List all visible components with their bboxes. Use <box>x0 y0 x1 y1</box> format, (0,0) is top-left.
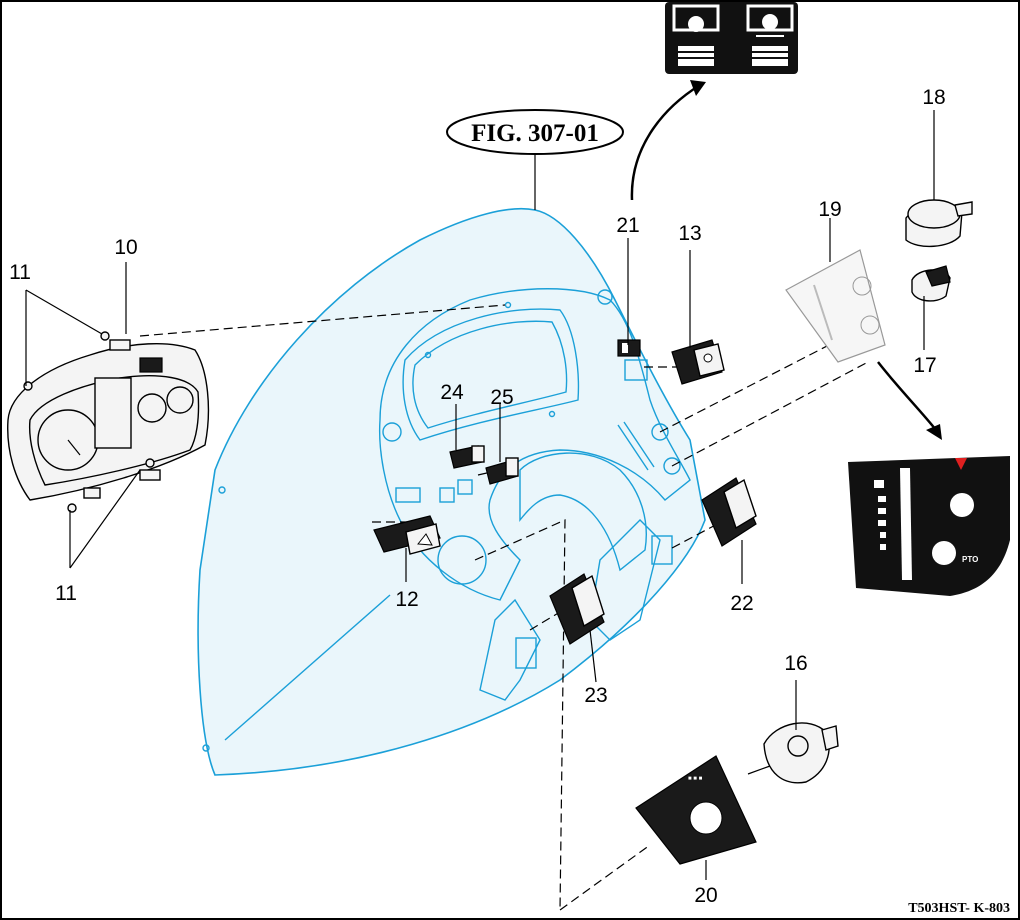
inset-arrow-top-head <box>690 80 706 96</box>
hazard-triangle-icon <box>417 533 433 546</box>
callout-11-bottom: 11 <box>55 582 77 605</box>
switch-21 <box>617 339 641 357</box>
callout-10: 10 <box>114 236 137 259</box>
switch-panel-plate-19 <box>785 249 886 363</box>
assembly-line-cluster <box>139 304 506 337</box>
warning-red-icon <box>955 458 967 470</box>
key-panel-plate-print: ■ ■ ■ <box>688 776 703 782</box>
hitch-lower-icon <box>746 4 794 66</box>
assembly-line-panel-19b <box>671 361 869 467</box>
document-id: T503HST- K-803 <box>908 901 1010 916</box>
callout-11-top: 11 <box>9 261 31 284</box>
assembly-line-23 <box>529 611 561 631</box>
figure-reference-text: FIG. 307-01 <box>471 120 599 147</box>
callout-25: 25 <box>490 386 513 409</box>
callout-17: 17 <box>913 354 936 377</box>
callout-leaders <box>25 110 935 880</box>
combination-switch-16 <box>747 722 839 784</box>
callout-13: 13 <box>678 222 701 245</box>
callout-24: 24 <box>440 381 464 404</box>
inset-arrow-top <box>630 83 701 201</box>
callout-20: 20 <box>694 884 717 907</box>
ignition-key-switch-18 <box>905 199 973 247</box>
callout-18: 18 <box>922 86 945 109</box>
hitch-symbol-inset <box>665 2 798 74</box>
hitch-raise-icon <box>672 4 720 66</box>
callout-21: 21 <box>616 214 639 237</box>
rocker-switch-23 <box>549 573 605 645</box>
assembly-line-key-panel <box>559 844 651 911</box>
callout-16: 16 <box>784 652 807 675</box>
key-panel-inset: PTO <box>848 456 1010 596</box>
dashboard-panel <box>197 207 706 776</box>
switch-25 <box>485 457 519 485</box>
assembly-line-center <box>474 519 566 911</box>
callout-12: 12 <box>395 588 418 611</box>
inset-arrow-right-head <box>926 424 942 440</box>
inset-arrow-right <box>877 361 937 431</box>
rocker-switch-22 <box>701 477 757 547</box>
hazard-switch <box>373 515 441 555</box>
instrument-cluster <box>7 339 210 501</box>
pto-switch-13 <box>671 339 725 385</box>
switch-24 <box>449 445 485 469</box>
knob-switch-17 <box>911 265 951 302</box>
pto-label: PTO <box>962 555 978 564</box>
figure-reference-badge: FIG. 307-01 <box>446 109 624 155</box>
callout-23: 23 <box>584 684 607 707</box>
callout-19: 19 <box>818 198 841 221</box>
callout-22: 22 <box>730 592 753 615</box>
key-panel-plate-20: ■ ■ ■ <box>635 755 757 865</box>
